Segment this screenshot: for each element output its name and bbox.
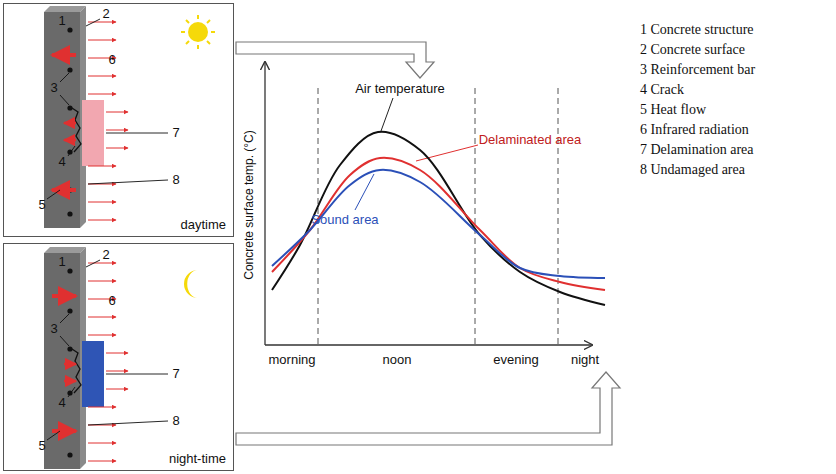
callout-number: 6 xyxy=(108,294,115,308)
axis-tick-label: noon xyxy=(383,353,412,367)
callout-number: 2 xyxy=(102,248,109,262)
curve-label: Sound area xyxy=(311,213,378,227)
legend-item: 6 Infrared radiation xyxy=(640,122,749,137)
callout-number: 1 xyxy=(58,14,65,28)
temperature-curve xyxy=(272,170,605,278)
y-axis xyxy=(264,62,265,345)
axis-label: Concrete surface temp. (°C) xyxy=(243,130,256,280)
callout-number: 5 xyxy=(38,439,45,453)
sun-icon xyxy=(181,15,215,49)
leader xyxy=(381,98,393,131)
callout-number: 7 xyxy=(172,367,179,381)
callout-number: 7 xyxy=(172,126,179,140)
flow-arrow xyxy=(236,42,434,78)
leader xyxy=(416,145,478,161)
panel: night-time xyxy=(3,243,234,471)
axis-tick-label: night xyxy=(571,353,599,367)
legend-item: 2 Concrete surface xyxy=(640,42,745,57)
callout-number: 8 xyxy=(172,173,179,187)
legend-item: 3 Reinforcement bar xyxy=(640,62,755,77)
callout-number: 8 xyxy=(172,414,179,428)
curve-label: Delaminated area xyxy=(479,133,582,147)
delamination-area xyxy=(82,100,104,166)
temperature-curve xyxy=(272,158,605,290)
divider xyxy=(558,88,559,345)
callout-number: 1 xyxy=(58,255,65,269)
callout-number: 4 xyxy=(58,396,65,410)
curve-label: Air temperature xyxy=(355,82,445,96)
legend-item: 1 Concrete structure xyxy=(640,22,754,37)
delamination-area xyxy=(82,341,104,407)
panel: daytime xyxy=(3,3,234,237)
legend-item: 8 Undamaged area xyxy=(640,162,745,177)
axis-tick-label: morning xyxy=(269,353,316,367)
callout-number: 3 xyxy=(50,81,57,95)
callout-number: 4 xyxy=(58,155,65,169)
concrete-block xyxy=(44,247,168,469)
callout-number: 3 xyxy=(50,322,57,336)
axis-tick-label: evening xyxy=(493,353,539,367)
concrete-block xyxy=(44,6,168,228)
legend-item: 4 Crack xyxy=(640,82,684,97)
temperature-curve xyxy=(272,132,605,305)
legend-item: 7 Delamination area xyxy=(640,142,754,157)
callout-number: 6 xyxy=(108,53,115,67)
flow-arrow xyxy=(236,372,620,445)
callout-number: 2 xyxy=(102,7,109,21)
moon-icon xyxy=(184,270,198,298)
divider xyxy=(475,88,476,345)
x-axis xyxy=(265,344,592,345)
callout-number: 5 xyxy=(38,198,45,212)
legend-item: 5 Heat flow xyxy=(640,102,706,117)
panel-label: daytime xyxy=(180,217,226,232)
panel-label: night-time xyxy=(169,451,226,466)
